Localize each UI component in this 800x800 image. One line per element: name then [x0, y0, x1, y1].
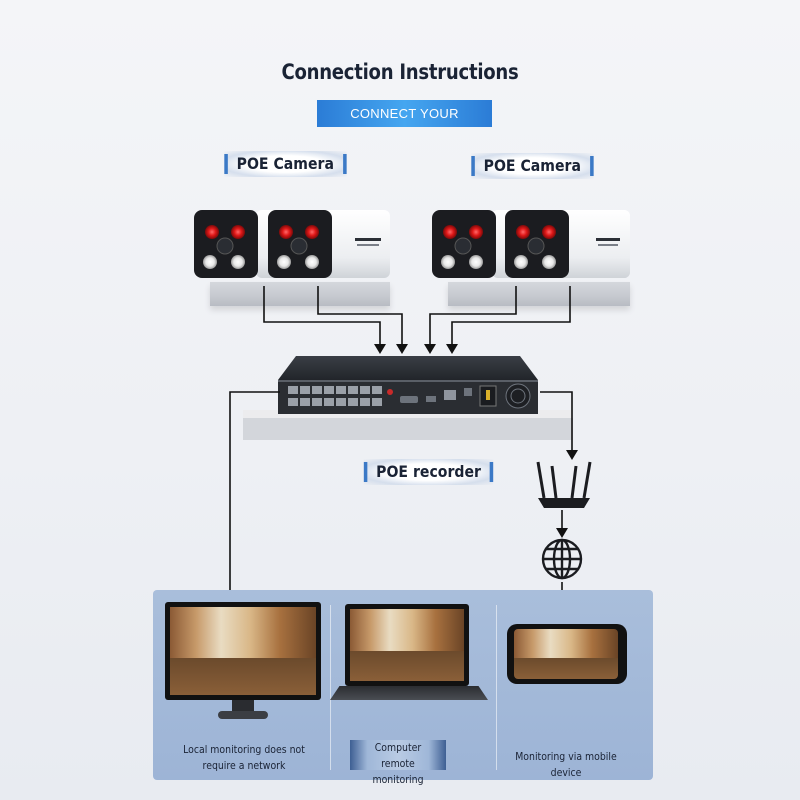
page-title: Connection Instructions — [281, 60, 519, 84]
laptop-keyboard — [330, 686, 488, 700]
monitor-screen-image — [170, 607, 316, 695]
camera-shelf-right — [448, 282, 630, 306]
panel-divider-1 — [330, 605, 331, 770]
camera-shelf-left — [210, 282, 390, 306]
mobile-device — [507, 624, 627, 684]
laptop-screen — [345, 604, 469, 686]
camera-cable-arrows — [374, 344, 458, 354]
monitor-neck — [232, 700, 254, 712]
caption-tag-bg — [350, 740, 446, 770]
camera-label-right: POE Camera — [471, 153, 594, 179]
poe-recorder-device — [278, 356, 538, 414]
monitor-base — [218, 711, 268, 719]
panel-divider-2 — [496, 605, 497, 770]
mobile-screen-image — [514, 629, 618, 679]
camera-label-left: POE Camera — [224, 151, 347, 177]
recorder-label: POE recorder — [363, 459, 494, 485]
laptop-screen-image — [350, 609, 464, 681]
camera-left-2 — [268, 210, 390, 278]
camera-right-2 — [505, 210, 630, 278]
local-monitor — [165, 602, 321, 700]
subtitle-banner: CONNECT YOUR — [317, 100, 492, 127]
caption-local: Local monitoring does not require a netw… — [183, 743, 305, 772]
globe-icon — [541, 538, 583, 580]
caption-mobile: Monitoring via mobile device — [515, 750, 617, 779]
router-icon — [536, 461, 592, 508]
camera-cables — [263, 286, 571, 344]
caption-computer: Computer remote monitoring — [372, 741, 424, 786]
